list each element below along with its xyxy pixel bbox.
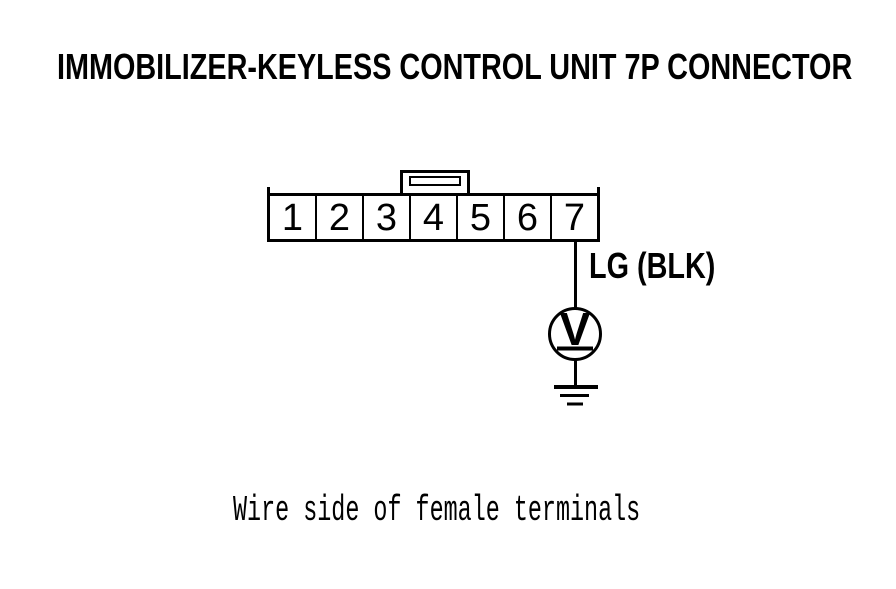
- pin-cell-5: 5: [458, 196, 505, 239]
- pin-cell-7: 7: [552, 196, 597, 239]
- connector-body: 1 2 3 4 5 6 7: [267, 193, 600, 242]
- pin-cell-3: 3: [364, 196, 411, 239]
- pin-number-1: 1: [281, 196, 304, 239]
- pin-cell-4: 4: [411, 196, 458, 239]
- pin-number-3: 3: [375, 196, 398, 239]
- pin-number-6: 6: [516, 196, 539, 239]
- housing-tick-right: [597, 187, 600, 193]
- caption-wire-side: Wire side of female terminals: [233, 490, 641, 531]
- pin-number-4: 4: [422, 196, 445, 239]
- ground-icon: [554, 385, 598, 406]
- pin-number-5: 5: [469, 196, 492, 239]
- pin-cell-2: 2: [317, 196, 364, 239]
- pin-cell-1: 1: [270, 196, 317, 239]
- wire-color-label: LG (BLK): [589, 245, 716, 286]
- voltmeter-and-ground-graphic: V: [548, 242, 602, 406]
- voltmeter-symbol: V: [560, 303, 591, 355]
- pin-cell-6: 6: [505, 196, 552, 239]
- connector-latch-slot: [409, 176, 461, 186]
- diagram-title: IMMOBILIZER-KEYLESS CONTROL UNIT 7P CONN…: [57, 46, 853, 87]
- housing-tick-left: [267, 187, 270, 193]
- pin-number-7: 7: [563, 196, 586, 239]
- pin-number-2: 2: [328, 196, 351, 239]
